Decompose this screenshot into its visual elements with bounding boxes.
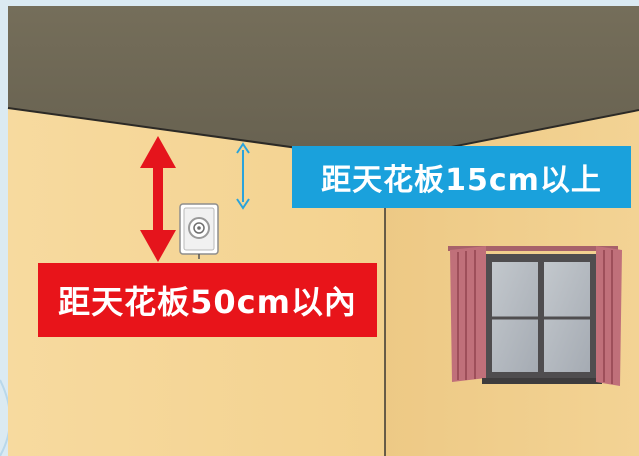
min-distance-label: 距天花板15cm以上: [321, 163, 602, 198]
curtain-rod: [448, 246, 618, 251]
smoke-detector-icon: [179, 203, 219, 259]
min-distance-arrow: [236, 142, 250, 210]
max-distance-arrow: [140, 136, 176, 262]
window-group: [448, 246, 622, 386]
window-sill: [482, 378, 602, 384]
curtain-right: [596, 246, 622, 386]
curtain-left: [450, 246, 486, 382]
min-label-background: [292, 146, 631, 208]
ceiling: [8, 6, 639, 160]
max-label-background: [38, 263, 377, 337]
max-distance-label: 距天花板50cm以內: [58, 283, 357, 321]
